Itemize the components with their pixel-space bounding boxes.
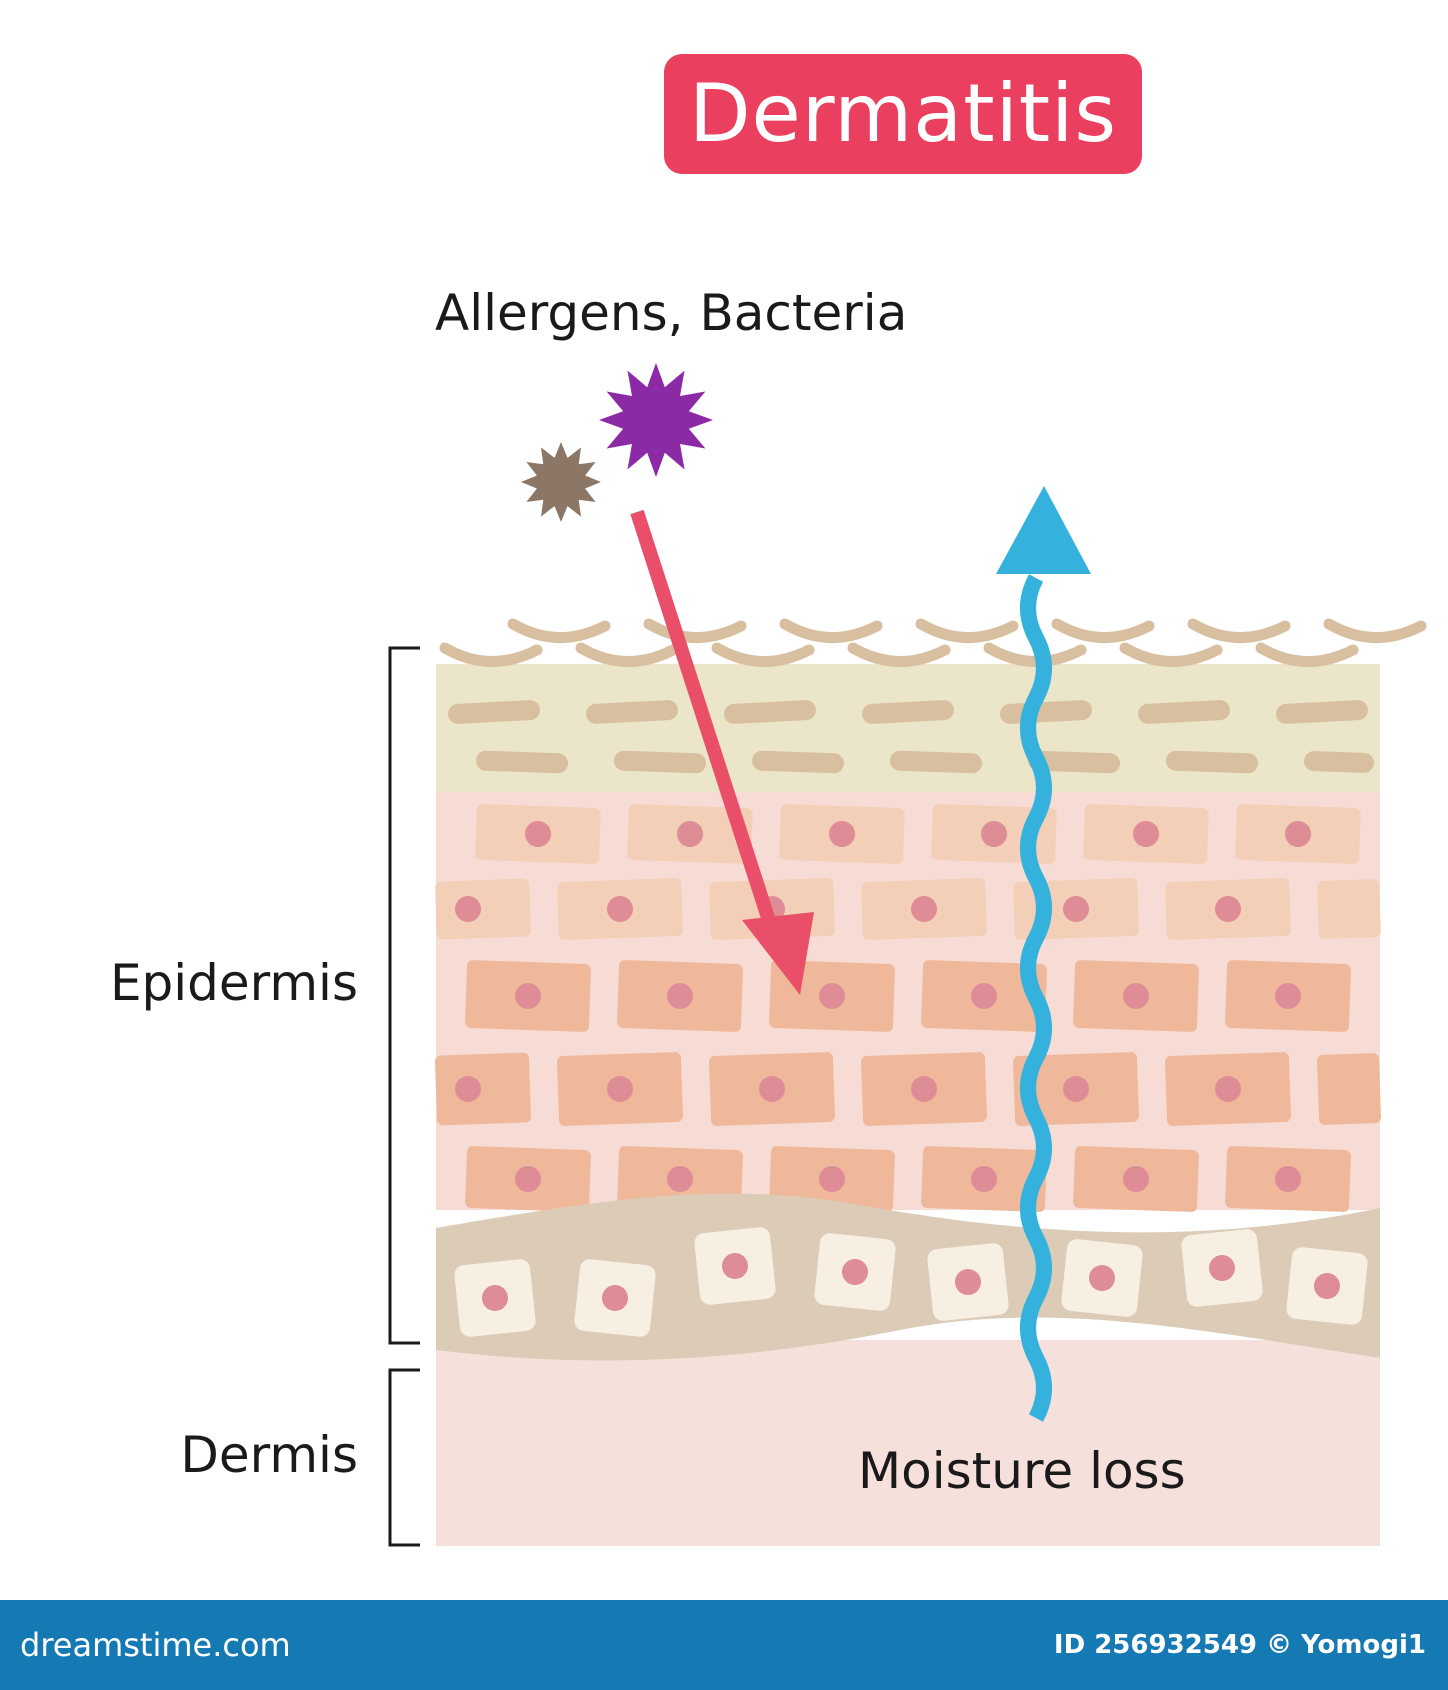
- surface-flake: [643, 618, 747, 643]
- dermis-label: Dermis: [180, 1426, 358, 1484]
- basal-layer: [436, 1193, 1380, 1361]
- cell-nucleus: [911, 896, 937, 922]
- moisture-arrow-shaft: [1020, 574, 1052, 1422]
- surface-flake: [1323, 618, 1427, 643]
- surface-flake: [575, 642, 679, 667]
- cell-nucleus: [1123, 1166, 1149, 1192]
- epidermis-label: Epidermis: [109, 954, 358, 1012]
- cell-nucleus: [602, 1285, 628, 1311]
- surface-flake: [507, 618, 611, 643]
- footer-bar: dreamstime.com ID 256932549 © Yomogi1: [0, 1600, 1448, 1690]
- surface-flake: [1187, 618, 1291, 643]
- cell-nucleus: [667, 983, 693, 1009]
- cell-nucleus: [515, 1166, 541, 1192]
- title-badge: Dermatitis: [664, 54, 1142, 174]
- spinous-cell: [1317, 1053, 1381, 1125]
- footer-brand: dreamstime.com: [20, 1626, 291, 1664]
- dermis-layer: [436, 1340, 1380, 1546]
- cell-nucleus: [819, 983, 845, 1009]
- cell-nucleus: [1063, 896, 1089, 922]
- cell-nucleus: [1089, 1265, 1115, 1291]
- basal-cells: [454, 1227, 1368, 1337]
- surface-flake: [1051, 618, 1155, 643]
- corneum-cell: [862, 700, 954, 724]
- cell-nucleus: [971, 983, 997, 1009]
- spinous-cell: [1317, 879, 1381, 939]
- allergen-arrow-head: [742, 912, 814, 995]
- cell-nucleus: [1215, 896, 1241, 922]
- spinous-cell: [435, 878, 531, 940]
- cell-nucleus: [525, 821, 551, 847]
- cell-nucleus: [607, 896, 633, 922]
- surface-flake: [915, 618, 1019, 643]
- surface-flake: [847, 642, 951, 667]
- cell-nucleus: [677, 821, 703, 847]
- corneum-cell: [476, 750, 568, 774]
- cell-nucleus: [455, 896, 481, 922]
- allergen-small-icon: [521, 442, 601, 522]
- cell-nucleus: [1063, 1076, 1089, 1102]
- corneum-cell: [1028, 750, 1120, 774]
- cell-nucleus: [667, 1166, 693, 1192]
- diagram-title: Dermatitis: [688, 67, 1118, 160]
- corneum-cell: [1304, 751, 1374, 773]
- corneum-cell: [752, 750, 844, 774]
- cell-nucleus: [515, 983, 541, 1009]
- cell-nucleus: [842, 1259, 868, 1285]
- allergen-arrow-shaft: [630, 509, 779, 933]
- corneum-cell: [890, 750, 982, 774]
- surface-flake: [779, 618, 883, 643]
- corneum-cell: [1276, 700, 1368, 724]
- cell-nucleus: [819, 1166, 845, 1192]
- cell-nucleus: [1314, 1273, 1340, 1299]
- corneum-cell: [614, 750, 706, 774]
- surface-flake: [1255, 642, 1359, 667]
- cell-nucleus: [1285, 821, 1311, 847]
- spinous-cell: [435, 1052, 531, 1126]
- cell-nucleus: [1215, 1076, 1241, 1102]
- cell-nucleus: [829, 821, 855, 847]
- allergens-label: Allergens, Bacteria: [435, 284, 908, 342]
- corneum-cell: [586, 700, 678, 724]
- corneum-cell: [1166, 750, 1258, 774]
- surface-flake: [983, 642, 1087, 667]
- surface-flake: [711, 642, 815, 667]
- cell-nucleus: [722, 1253, 748, 1279]
- cell-nucleus: [482, 1285, 508, 1311]
- cell-nucleus: [759, 1076, 785, 1102]
- cell-nucleus: [1209, 1255, 1235, 1281]
- cell-nucleus: [1123, 983, 1149, 1009]
- epidermis-bracket: [388, 646, 420, 1345]
- corneum-cell: [724, 700, 816, 724]
- cell-nucleus: [607, 1076, 633, 1102]
- moisture-arrow-head: [996, 486, 1091, 574]
- corneum-cell: [448, 700, 540, 724]
- footer-credit: ID 256932549 © Yomogi1: [1053, 1630, 1426, 1660]
- moisture-loss-label: Moisture loss: [858, 1442, 1186, 1500]
- surface-flake: [439, 642, 543, 667]
- cell-nucleus: [955, 1269, 981, 1295]
- surface-flakes: [439, 618, 1427, 667]
- cell-nucleus: [455, 1076, 481, 1102]
- surface-flake: [1119, 642, 1223, 667]
- cell-nucleus: [981, 821, 1007, 847]
- cell-nucleus: [1275, 1166, 1301, 1192]
- cell-nucleus: [971, 1166, 997, 1192]
- corneum-cell: [1138, 700, 1230, 724]
- cell-nucleus: [1133, 821, 1159, 847]
- cell-nucleus: [1275, 983, 1301, 1009]
- allergen-large-icon: [599, 363, 713, 477]
- dermis-bracket: [388, 1368, 420, 1547]
- skin-diagram: [388, 363, 1427, 1547]
- cell-nucleus: [911, 1076, 937, 1102]
